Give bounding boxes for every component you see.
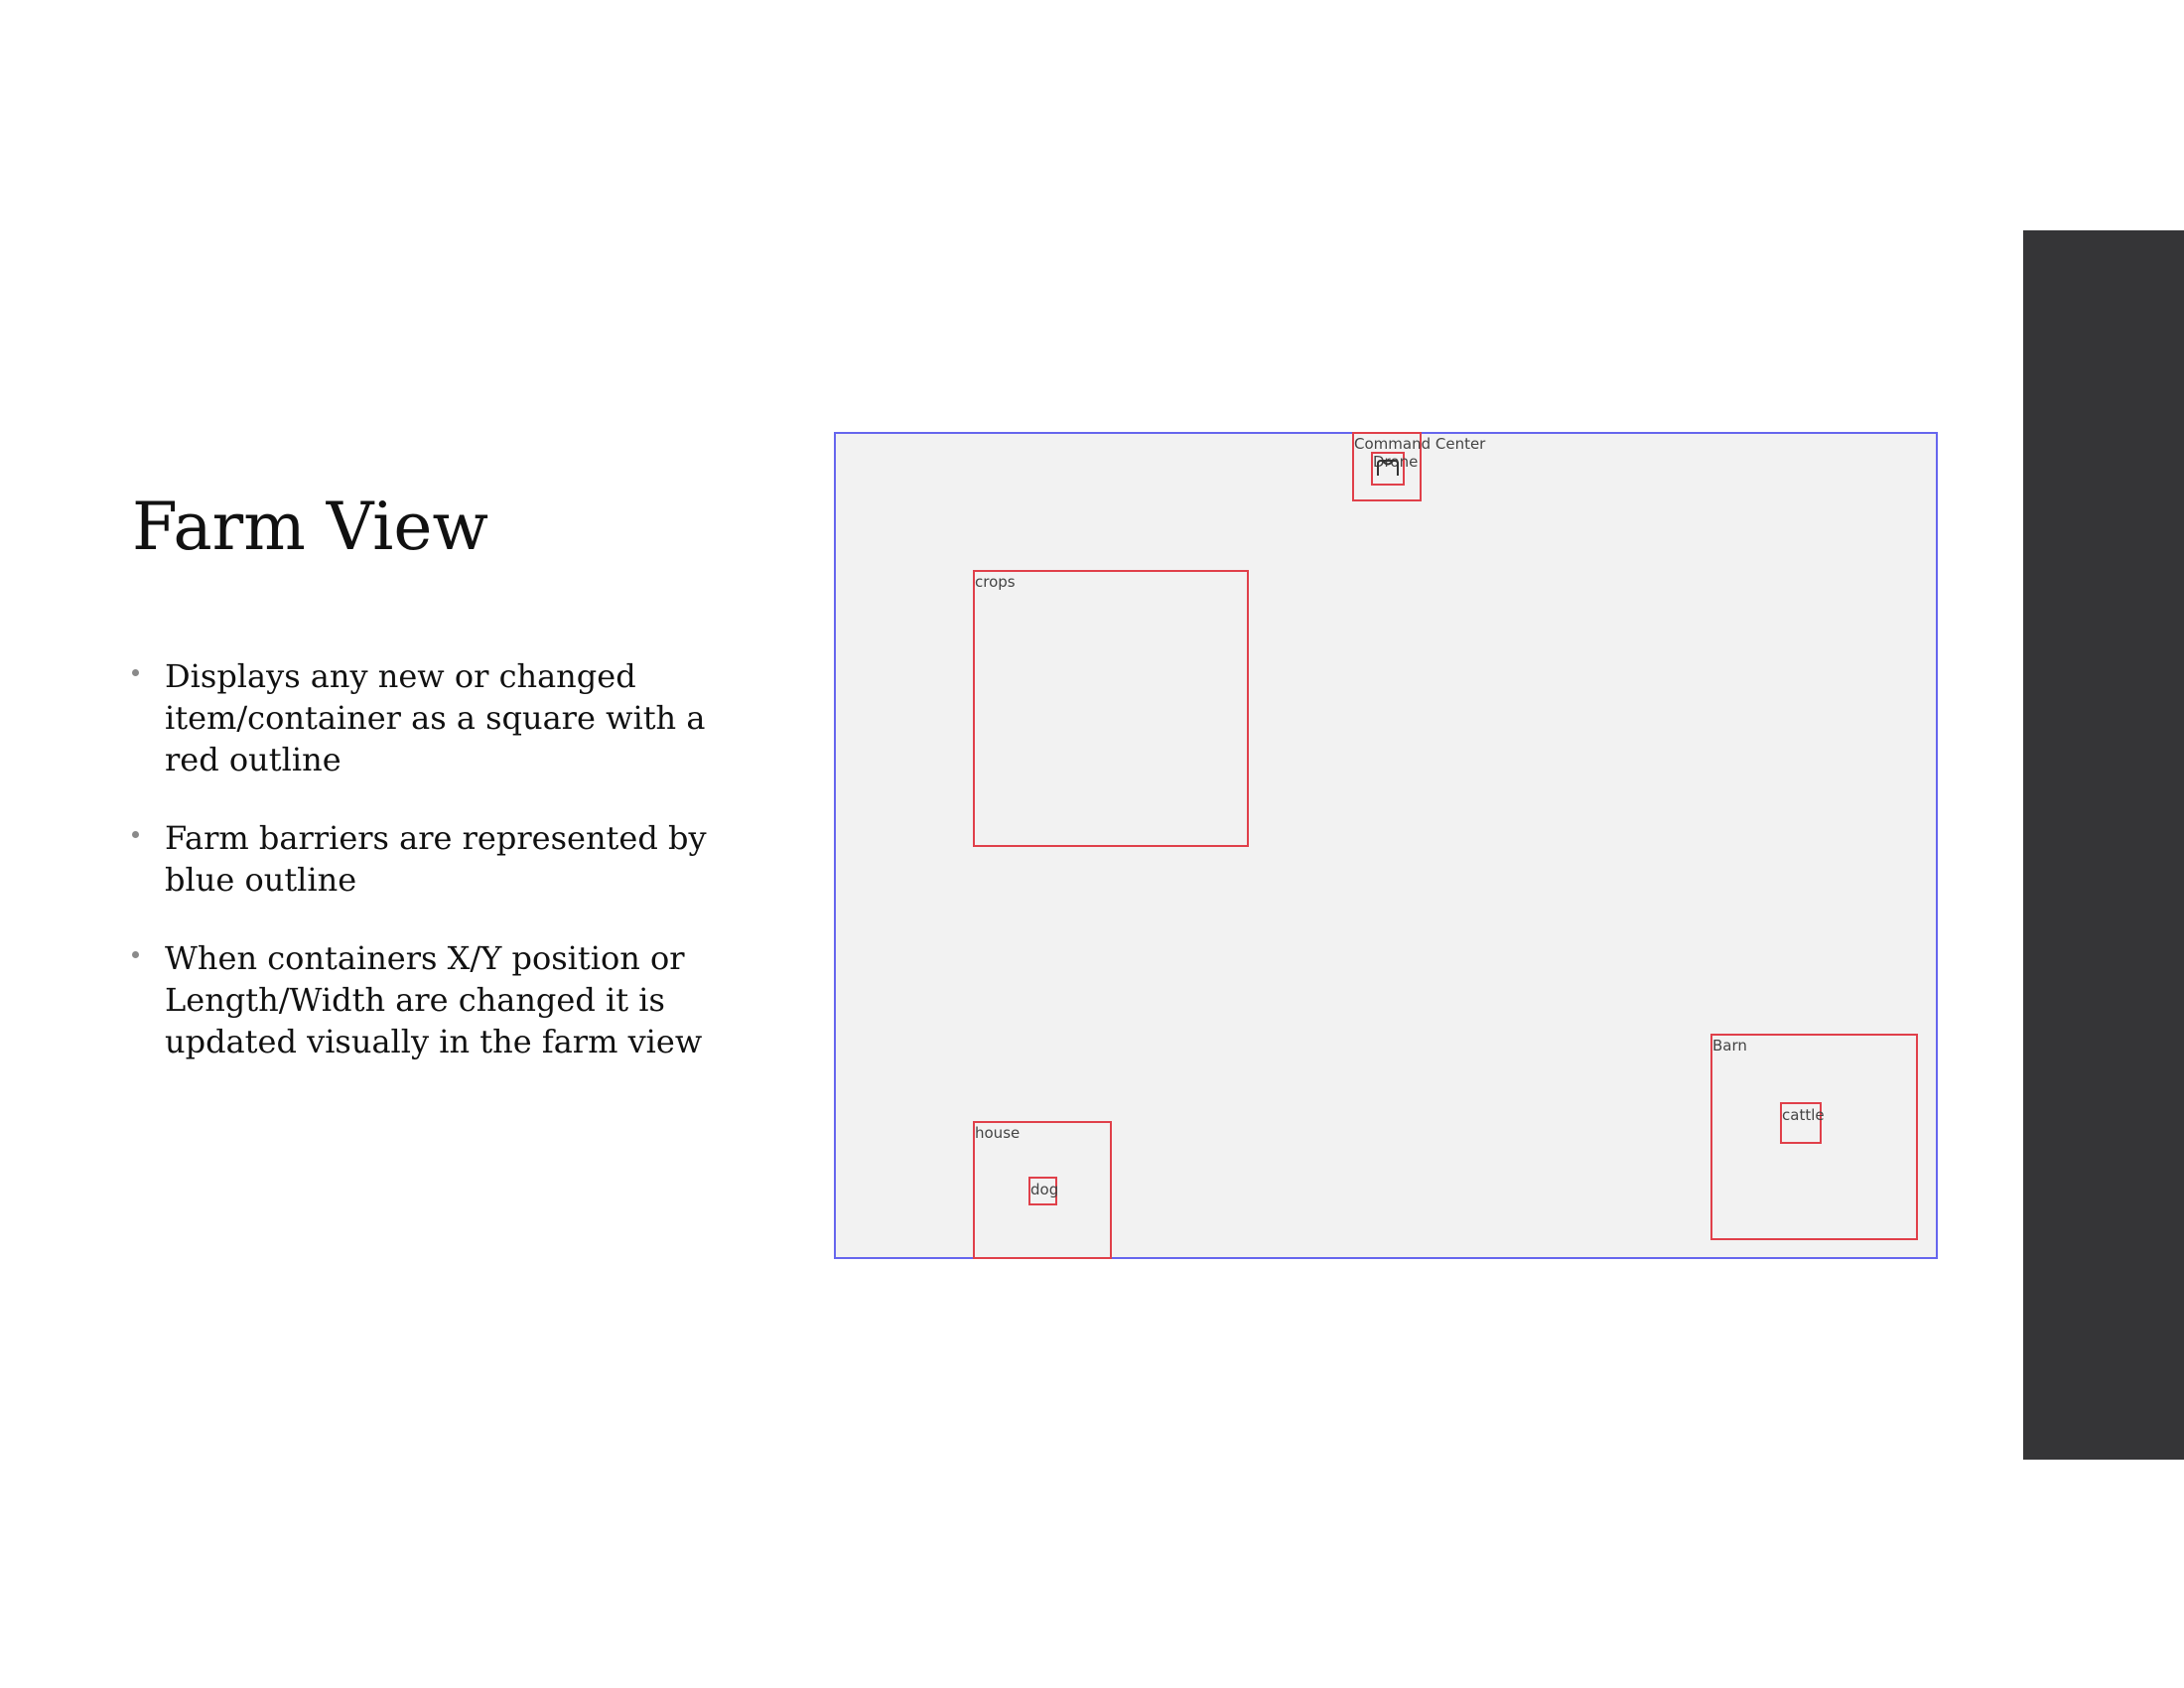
container-label-barn: Barn [1712,1037,1747,1055]
bullet-dot-icon [132,951,139,958]
bullet-text: When containers X/Y position or Length/W… [165,939,703,1060]
accent-bar [2023,230,2184,1460]
container-house[interactable]: house dog [973,1121,1112,1259]
container-command-center[interactable]: Command Center Drone [1352,432,1485,501]
item-label-cattle: cattle [1782,1106,1825,1124]
container-label-house: house [975,1124,1021,1142]
bullet-text: Displays any new or changed item/contain… [165,657,706,778]
bullet-item: When containers X/Y position or Length/W… [132,937,767,1062]
item-label-dog: dog [1030,1181,1059,1198]
bullet-text: Farm barriers are represented by blue ou… [165,819,707,899]
container-label-crops: crops [975,573,1016,591]
bullet-list: Displays any new or changed item/contain… [132,655,767,1099]
bullet-item: Displays any new or changed item/contain… [132,655,767,780]
bullet-dot-icon [132,669,139,676]
slide-title: Farm View [132,489,488,565]
container-barn[interactable]: Barn cattle [1710,1034,1918,1240]
container-crops[interactable]: crops [973,570,1249,847]
bullet-dot-icon [132,831,139,838]
bullet-item: Farm barriers are represented by blue ou… [132,817,767,901]
item-drone[interactable]: Drone [1371,452,1418,486]
farm-view-canvas[interactable]: Command Center Drone crops house dog Bar… [834,432,1938,1259]
drone-icon [1377,460,1399,476]
item-cattle[interactable]: cattle [1780,1102,1825,1144]
container-label-command-center: Command Center [1354,435,1486,453]
item-dog[interactable]: dog [1028,1177,1059,1205]
